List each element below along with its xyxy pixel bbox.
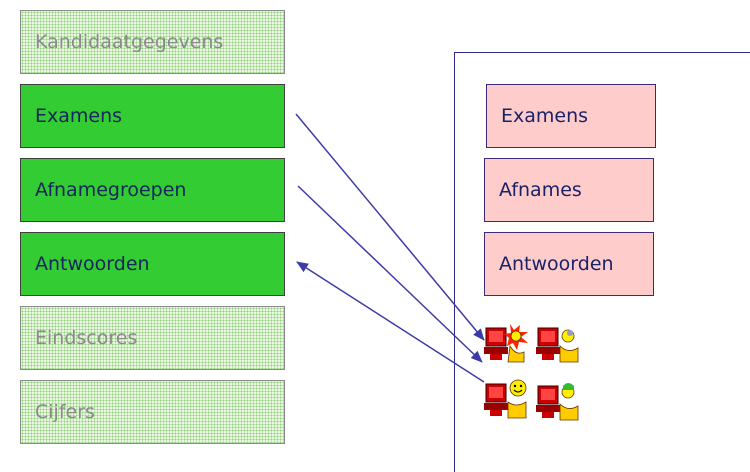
computer-user-icon	[536, 383, 579, 421]
right-examens-label: Examens	[501, 105, 589, 127]
right-afnames-box: Afnames	[484, 158, 654, 222]
cijfers-label: Cijfers	[35, 401, 95, 423]
computer-user-happy-icon	[484, 379, 527, 419]
antwoorden-box: Antwoorden	[20, 232, 285, 296]
right-antwoorden-box: Antwoorden	[484, 232, 654, 296]
right-examens-box: Examens	[486, 84, 656, 148]
eindscores-box: Eindscores	[20, 306, 285, 370]
arrow-afnamegroepen-to-computer	[297, 185, 483, 363]
eindscores-label: Eindscores	[35, 327, 138, 349]
connection-arrows	[295, 113, 485, 383]
right-afnames-label: Afnames	[499, 179, 582, 201]
kandidaatgegevens-box: Kandidaatgegevens	[20, 10, 285, 74]
antwoorden-label: Antwoorden	[35, 253, 150, 275]
afnamegroepen-box: Afnamegroepen	[20, 158, 285, 222]
afnamegroepen-label: Afnamegroepen	[35, 179, 187, 201]
examens-box: Examens	[20, 84, 285, 148]
arrow-computer-to-antwoorden	[296, 261, 485, 383]
examens-label: Examens	[35, 105, 123, 127]
computer-user-angry-icon	[484, 324, 528, 363]
arrow-examens-to-computer	[295, 113, 485, 341]
computer-user-icon	[536, 327, 579, 363]
cijfers-box: Cijfers	[20, 380, 285, 444]
right-antwoorden-label: Antwoorden	[499, 253, 614, 275]
kandidaatgegevens-label: Kandidaatgegevens	[35, 31, 224, 53]
